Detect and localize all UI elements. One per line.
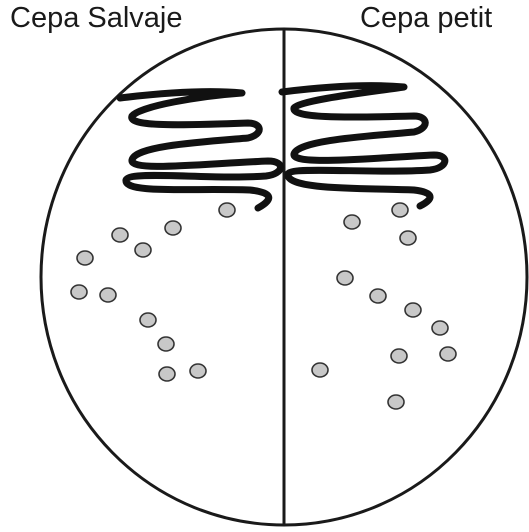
colony [440,347,456,361]
colony [100,288,116,302]
colony [388,395,404,409]
colony [432,321,448,335]
colony [312,363,328,377]
right-colonies [312,203,456,409]
colony [392,203,408,217]
colony [140,313,156,327]
colony [165,221,181,235]
colony [77,251,93,265]
colony [112,228,128,242]
colony [219,203,235,217]
colony [344,215,360,229]
colony [370,289,386,303]
colony [400,231,416,245]
colony [158,337,174,351]
streak-right [282,86,445,206]
colony [71,285,87,299]
colony [405,303,421,317]
colony [391,349,407,363]
streak-left [120,92,281,208]
colony [135,243,151,257]
colony [190,364,206,378]
colony [337,271,353,285]
left-colonies [71,203,235,381]
colony [159,367,175,381]
